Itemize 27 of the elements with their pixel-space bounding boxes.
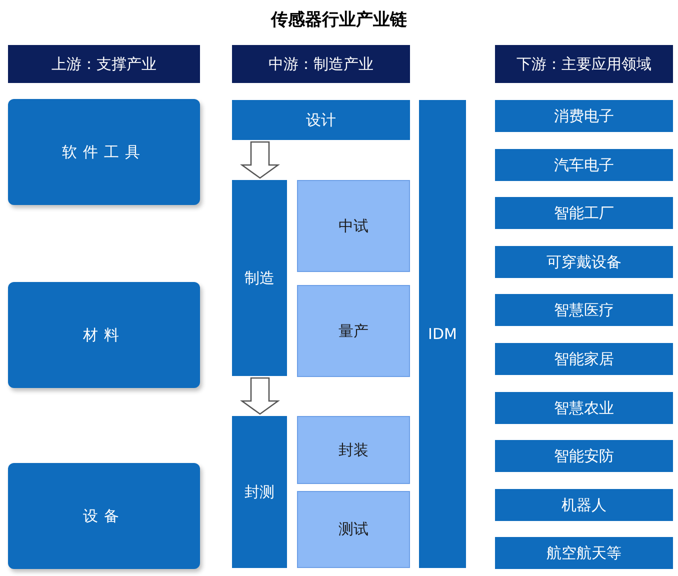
stage-box: 设计 [232,100,410,140]
step-box: 测试 [297,491,410,568]
stage-box: 智慧农业 [495,392,673,424]
stage-box: 智能工厂 [495,197,673,229]
category-box: 材料 [8,282,200,388]
stage-box: 封测 [232,416,287,568]
stage-box: 机器人 [495,489,673,521]
stage-box: 航空航天等 [495,537,673,569]
step-box: 封装 [297,416,410,484]
stage-box: 智慧医疗 [495,294,673,326]
stage-box: 智能安防 [495,440,673,472]
header-band: 中游：制造产业 [232,45,410,83]
stage-box: 制造 [232,180,287,376]
stage-box: IDM [419,100,466,568]
hollow-arrow [240,141,280,179]
diagram-title: 传感器行业产业链 [270,9,408,31]
stage-box: 可穿戴设备 [495,246,673,278]
stage-box: 消费电子 [495,100,673,132]
category-box: 设备 [8,463,200,569]
step-box: 量产 [297,285,410,377]
header-band: 下游：主要应用领域 [495,45,673,83]
category-box: 软件工具 [8,99,200,205]
step-box: 中试 [297,180,410,272]
stage-box: 汽车电子 [495,149,673,181]
stage-box: 智能家居 [495,343,673,375]
header-band: 上游：支撑产业 [8,45,200,83]
hollow-arrow [240,377,280,415]
